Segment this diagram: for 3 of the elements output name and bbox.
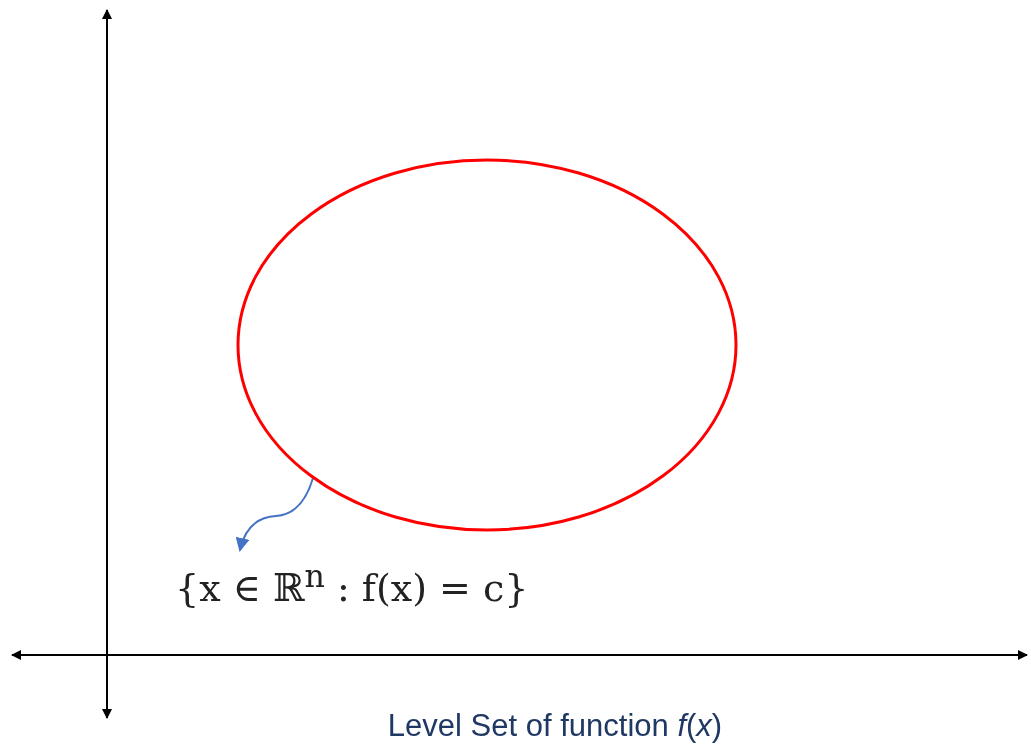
leader-arrow	[236, 477, 314, 552]
set-notation: {x ∈ ℝ$^{n}$ : f(x) = c}	[175, 558, 530, 610]
caption: Level Set of function f(x)	[386, 708, 724, 744]
